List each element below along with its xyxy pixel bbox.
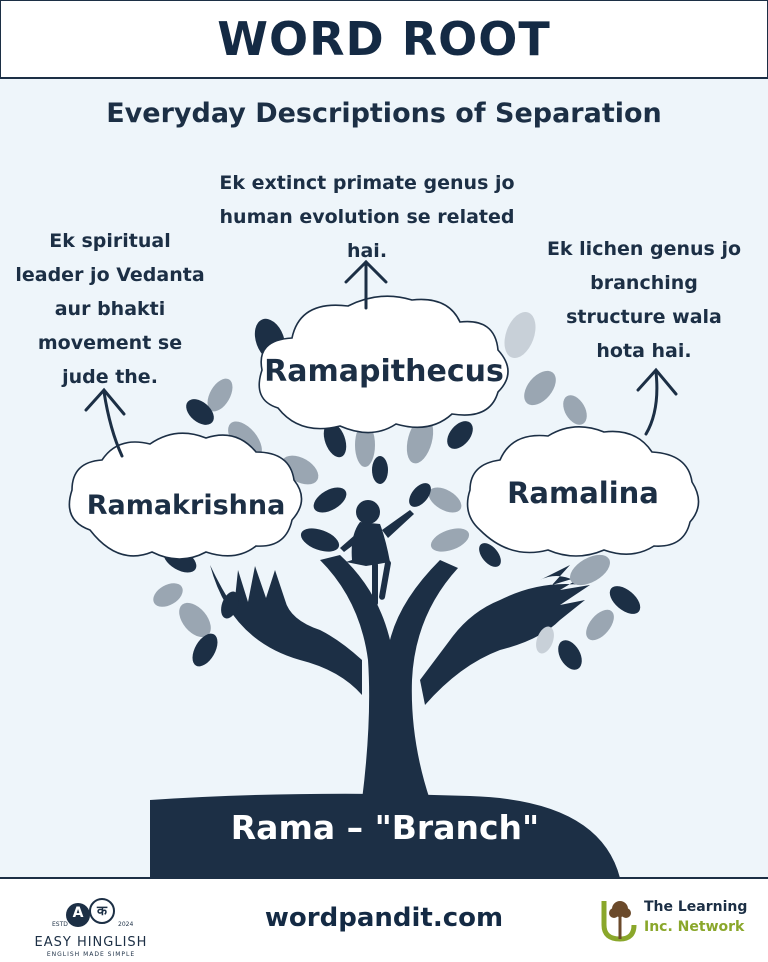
brand-tagline: ENGLISH MADE SIMPLE [46, 951, 136, 958]
badge-a: A [72, 905, 84, 921]
cloud-ramapithecus [258, 295, 509, 434]
tree-illustration [68, 259, 700, 878]
desc-line: aur bhakti [54, 298, 166, 320]
footer: A क ESTD 2024 EASY HINGLISH ENGLISH MADE… [0, 877, 768, 962]
desc-line: jude the. [62, 366, 158, 388]
badge-b: क [97, 904, 107, 919]
tree-trunk [320, 555, 458, 800]
subtitle: Everyday Descriptions of Separation [106, 98, 662, 129]
desc-line: hota hai. [596, 340, 692, 362]
tree-logo-icon [601, 901, 637, 942]
header-banner: WORD ROOT [0, 0, 768, 79]
brand-estd: ESTD [52, 921, 68, 928]
word-ramalina: Ramalina [507, 476, 659, 510]
easy-hinglish-logo: A क ESTD 2024 EASY HINGLISH ENGLISH MADE… [26, 887, 156, 958]
ground-mound [150, 793, 620, 878]
root-label: Rama – "Branch" [230, 808, 540, 847]
left-hand-icon [210, 565, 362, 695]
arrow-up-icon-right [636, 367, 678, 436]
description-ramapithecus: Ek extinct primate genus jo human evolut… [190, 166, 544, 268]
page-title: WORD ROOT [217, 12, 551, 66]
arrow-up-icon-center [344, 259, 388, 310]
desc-line: Ek extinct primate genus jo [219, 172, 515, 194]
desc-line: Ek lichen genus jo [546, 238, 742, 260]
desc-line: human evolution se related [219, 206, 515, 228]
footer-site-link[interactable]: wordpandit.com [264, 903, 504, 933]
speech-bubble-icon [66, 898, 115, 927]
word-ramapithecus: Ramapithecus [264, 354, 504, 389]
learning-inc-logo: The Learning Inc. Network [600, 893, 760, 949]
brand-right-line1: The Learning [644, 899, 748, 915]
cloud-ramakrishna [68, 432, 303, 560]
cloud-ramalina [466, 426, 700, 557]
child-silhouette-icon [340, 500, 414, 606]
arrow-up-icon-left [84, 387, 126, 458]
desc-line: leader jo Vedanta [15, 264, 205, 286]
desc-line: Ek spiritual [49, 230, 171, 252]
word-ramakrishna: Ramakrishna [86, 490, 286, 521]
desc-line: movement se [37, 332, 183, 354]
brand-year: 2024 [118, 921, 134, 928]
desc-line: structure wala [566, 306, 722, 328]
right-hand-icon [420, 565, 590, 705]
description-ramalina: Ek lichen genus jo branching structure w… [528, 232, 760, 368]
description-ramakrishna: Ek spiritual leader jo Vedanta aur bhakt… [2, 224, 218, 394]
desc-line: branching [590, 272, 698, 294]
brand-name: EASY HINGLISH [34, 935, 148, 950]
desc-line: hai. [346, 240, 388, 262]
brand-right-line2: Inc. Network [644, 919, 745, 935]
